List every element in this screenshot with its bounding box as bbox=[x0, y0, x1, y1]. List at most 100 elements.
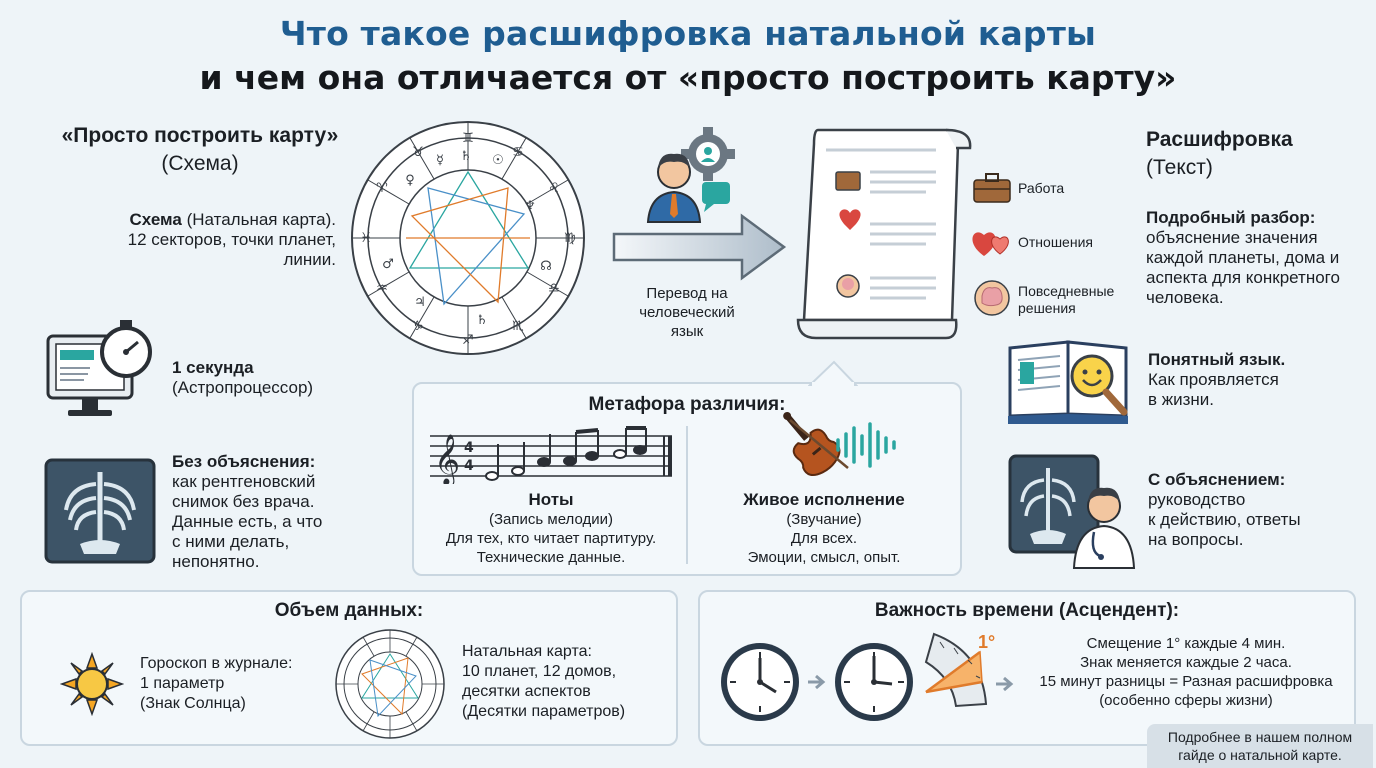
noexp-line: Данные есть, а что bbox=[172, 512, 323, 531]
time-line: Смещение 1° каждые 4 мин. bbox=[1086, 635, 1286, 652]
detail-line: человека. bbox=[1146, 288, 1224, 307]
time-text: Смещение 1° каждые 4 мин. Знак меняется … bbox=[1018, 634, 1354, 710]
speed-text: 1 секунда (Астропроцессор) bbox=[172, 358, 372, 398]
footer-line: гайде о натальной карте. bbox=[1178, 747, 1342, 763]
time-title: Важность времени (Асцендент): bbox=[874, 600, 1180, 621]
left-subheading: (Схема) bbox=[161, 152, 239, 175]
detail-text: Подробный разбор: объяснение значения ка… bbox=[1146, 208, 1376, 308]
noexp-text: Без объяснения: как рентгеновский снимок… bbox=[172, 452, 372, 572]
noexp-line: как рентгеновский bbox=[172, 472, 316, 491]
translation-text: Перевод на человеческий язык bbox=[612, 284, 762, 341]
music-notes-icon: 𝄞 4 4 bbox=[430, 426, 672, 484]
hearts-icon bbox=[972, 232, 1009, 256]
svg-text:♆: ♆ bbox=[524, 199, 536, 214]
svg-text:♂: ♂ bbox=[382, 257, 394, 272]
svg-text:♒: ♒ bbox=[376, 281, 388, 296]
schema-description: Схема (Натальная карта). 12 секторов, то… bbox=[60, 210, 336, 270]
svg-text:♐: ♐ bbox=[462, 333, 474, 348]
sun-icon bbox=[60, 652, 124, 716]
clear-line: Как проявляется bbox=[1148, 370, 1279, 389]
noexp-line: снимок без врача. bbox=[172, 492, 315, 511]
clock-icon bbox=[721, 643, 799, 721]
notes-title: Ноты bbox=[528, 490, 574, 509]
svg-text:♍: ♍ bbox=[564, 231, 576, 246]
arrow-small-icon bbox=[996, 676, 1014, 692]
time-panel bbox=[698, 590, 1356, 746]
ascendant-sector-icon bbox=[924, 632, 988, 708]
page-title-line2: и чем она отличается от «просто построит… bbox=[199, 58, 1177, 97]
time-line: Знак меняется каждые 2 часа. bbox=[1080, 654, 1292, 671]
notes-line: Для тех, кто читает партитуру. bbox=[445, 530, 657, 547]
svg-text:♏: ♏ bbox=[512, 319, 524, 334]
xray-icon bbox=[44, 458, 156, 564]
doc-item-decisions: Повседневные решения bbox=[1018, 283, 1115, 316]
horoscope-line: Гороскоп в журнале: bbox=[140, 655, 293, 672]
natal-line: Натальная карта: bbox=[462, 643, 592, 660]
degree-label: 1° bbox=[978, 632, 996, 652]
natal-text: Натальная карта: 10 планет, 12 домов, де… bbox=[462, 642, 672, 722]
live-line: Для всех. bbox=[790, 530, 858, 547]
live-line: Эмоции, смысл, опыт. bbox=[747, 549, 901, 566]
horoscope-line: 1 параметр bbox=[140, 675, 225, 692]
svg-text:♊: ♊ bbox=[462, 131, 474, 146]
metaphor-title: Метафора различия: bbox=[588, 394, 786, 415]
arrow-right-icon bbox=[612, 213, 787, 281]
detail-bold: Подробный разбор: bbox=[1146, 208, 1316, 227]
document-scroll-icon bbox=[796, 128, 972, 340]
live-line: (Звучание) bbox=[786, 511, 862, 528]
svg-text:♄: ♄ bbox=[476, 313, 488, 328]
translation-line: Перевод на bbox=[646, 285, 728, 302]
svg-text:𝄞: 𝄞 bbox=[434, 434, 460, 484]
svg-text:♋: ♋ bbox=[512, 145, 524, 160]
svg-text:♈: ♈ bbox=[376, 181, 388, 196]
speed-rest: (Астропроцессор) bbox=[172, 378, 314, 397]
svg-text:♀: ♀ bbox=[405, 173, 415, 188]
page-title-line1: Что такое расшифровка натальной карты bbox=[279, 14, 1097, 53]
withexp-line: руководство bbox=[1148, 490, 1246, 509]
schema-rest: (Натальная карта). bbox=[181, 210, 336, 229]
noexp-line: с ними делать, bbox=[172, 532, 290, 551]
doctor-xray-icon bbox=[1008, 454, 1136, 569]
schema-line2: 12 секторов, точки планет, bbox=[127, 230, 336, 249]
briefcase-icon bbox=[973, 173, 1011, 203]
left-heading: «Просто построить карту» bbox=[61, 124, 339, 147]
time-line: 15 минут разницы = Разная расшифровка bbox=[1039, 673, 1333, 690]
natal-chart-icon: ♊♋♌ ♍♎♏ ♐♑♒ ♓♈♉ ☿♄☉ ♆☊♄ ♃♂♀ bbox=[351, 121, 585, 355]
schema-bold: Схема bbox=[129, 210, 182, 229]
right-subheading: (Текст) bbox=[1146, 156, 1213, 179]
withexp-line: к действию, ответы bbox=[1148, 510, 1301, 529]
speed-bold: 1 секунда bbox=[172, 358, 254, 377]
horoscope-text: Гороскоп в журнале: 1 параметр (Знак Сол… bbox=[140, 654, 330, 714]
notes-text: (Запись мелодии) Для тех, кто читает пар… bbox=[416, 510, 686, 567]
svg-text:4: 4 bbox=[464, 458, 474, 474]
detail-line: аспекта для конкретного bbox=[1146, 268, 1340, 287]
svg-text:♃: ♃ bbox=[414, 295, 426, 310]
clear-text: Понятный язык. Как проявляется в жизни. bbox=[1148, 350, 1368, 410]
noexp-bold: Без объяснения: bbox=[172, 452, 316, 471]
svg-text:☊: ☊ bbox=[540, 259, 552, 274]
natal-line: (Десятки параметров) bbox=[462, 703, 626, 720]
doc-item-relations: Отношения bbox=[1018, 234, 1093, 250]
translation-line: человеческий bbox=[639, 304, 735, 321]
live-title: Живое исполнение bbox=[743, 490, 905, 509]
horoscope-line: (Знак Солнца) bbox=[140, 695, 246, 712]
withexp-line: на вопросы. bbox=[1148, 530, 1244, 549]
clock-icon bbox=[835, 643, 913, 721]
right-heading: Расшифровка bbox=[1146, 128, 1293, 151]
svg-text:♌: ♌ bbox=[548, 181, 560, 196]
natal-line: десятки аспектов bbox=[462, 683, 591, 700]
time-line: (особенно сферы жизни) bbox=[1099, 692, 1273, 709]
brain-icon bbox=[974, 280, 1010, 316]
svg-text:♎: ♎ bbox=[548, 281, 560, 296]
svg-text:☉: ☉ bbox=[492, 153, 504, 168]
translation-line: язык bbox=[670, 323, 704, 340]
footer-note[interactable]: Подробнее в нашем полном гайде о натальн… bbox=[1147, 724, 1373, 768]
svg-text:♄: ♄ bbox=[460, 149, 472, 164]
notes-line: (Запись мелодии) bbox=[489, 511, 613, 528]
notes-line: Технические данные. bbox=[476, 549, 626, 566]
svg-text:♑: ♑ bbox=[412, 319, 424, 334]
natal-line: 10 планет, 12 домов, bbox=[462, 663, 617, 680]
clear-bold: Понятный язык. bbox=[1148, 350, 1286, 369]
computer-stopwatch-icon bbox=[46, 320, 152, 416]
speech-pointer bbox=[808, 360, 858, 386]
